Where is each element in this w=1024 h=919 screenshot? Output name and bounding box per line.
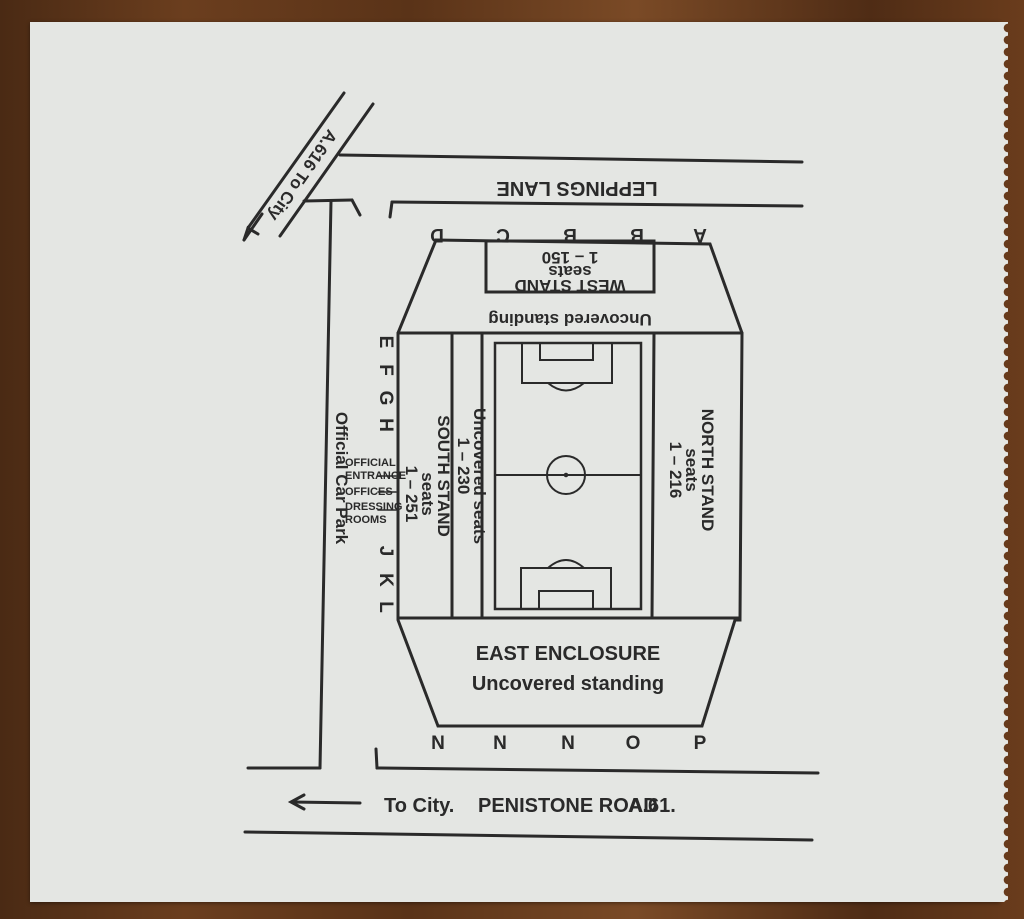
gate-letter: G: [375, 391, 396, 406]
car-park-road: [318, 199, 333, 770]
car-park-label: Official Car Park: [332, 412, 351, 545]
a61-label: A.61.: [628, 795, 676, 817]
gate-letter: K: [375, 573, 396, 587]
west-seats-label: seats: [548, 262, 591, 281]
gate-letter: B: [563, 224, 577, 245]
gate-letter: C: [496, 224, 510, 245]
east-standing-label: Uncovered standing: [472, 673, 664, 695]
south-range-label: 1 – 251: [402, 466, 421, 523]
gate-letter: N: [431, 733, 445, 754]
gate-letter: E: [375, 336, 396, 349]
stadium-outline: [396, 238, 744, 728]
a616-line-right: [278, 102, 375, 238]
to-city-label: To City.: [384, 795, 454, 817]
gate-letter: P: [694, 733, 707, 754]
leppings-lane-label: LEPPINGS LANE: [496, 177, 657, 199]
gate-letter: L: [375, 601, 396, 613]
offices-label: OFFICES: [345, 486, 393, 498]
uncovered-range-label: 1 – 230: [454, 438, 473, 495]
gate-letter: B: [630, 224, 644, 245]
north-seats-label: seats: [682, 448, 701, 491]
north-stand-label: NORTH STAND: [698, 409, 717, 531]
penistone-road-line-top: [375, 766, 820, 775]
rooms-label: ROOMS: [345, 514, 387, 526]
gate-letter: N: [493, 733, 507, 754]
gate-letter: H: [375, 418, 396, 432]
south-stand-label: SOUTH STAND: [434, 415, 453, 537]
uncovered-seats-label: Uncovered seats: [470, 408, 489, 544]
penistone-road-label: PENISTONE ROAD: [478, 795, 658, 817]
gate-letter: O: [626, 733, 641, 754]
west-standing-label: Uncovered standing: [488, 310, 651, 329]
gate-letter: A: [693, 224, 707, 245]
entrance-label: ENTRANCE: [345, 470, 406, 482]
east-enclosure-label: EAST ENCLOSURE: [476, 643, 660, 665]
a616-line-left: [246, 91, 346, 230]
west-stand-label: WEST STAND: [514, 276, 625, 295]
west-stand-box: [484, 239, 656, 294]
leppings-lane-line-top: [338, 153, 804, 164]
centre-circle: [546, 455, 586, 495]
gate-letter: J: [375, 546, 396, 557]
gate-letter: N: [561, 733, 575, 754]
a616-label: A.616 To City: [264, 126, 341, 225]
gate-letter: F: [375, 364, 396, 376]
west-range-label: 1 – 150: [542, 248, 599, 267]
to-city-arrow-icon: [290, 800, 362, 805]
ticket: [30, 22, 1000, 902]
leppings-lane-line-bottom: [390, 200, 804, 208]
gate-letter: D: [430, 224, 444, 245]
penistone-road-line-bottom: [243, 830, 814, 842]
south-seats-label: seats: [418, 472, 437, 515]
north-range-label: 1 – 216: [666, 442, 685, 499]
dressing-label: DRESSING: [345, 501, 402, 513]
perforated-edge: [992, 22, 1008, 902]
official-label: OFFICIAL: [345, 457, 396, 469]
